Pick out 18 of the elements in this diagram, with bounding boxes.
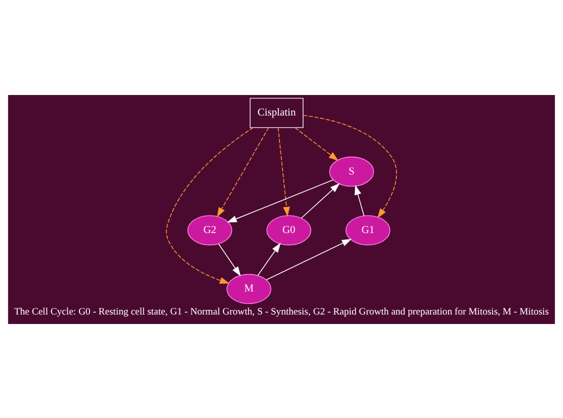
node-ellipse: M (226, 273, 272, 304)
arrow (300, 182, 340, 218)
arrow (278, 126, 290, 216)
arrow (218, 243, 241, 276)
arrow (302, 114, 397, 218)
node-ellipse: G1 (346, 214, 390, 245)
node-ellipse: S (329, 156, 374, 186)
arrow (166, 126, 254, 284)
arrow (354, 184, 364, 216)
arrow (226, 178, 334, 222)
node-box: Cisplatin (250, 97, 304, 128)
arrow (294, 126, 339, 160)
caption: The Cell Cycle: G0 - Resting cell state, G1 - Normal Growth, S - Synthesis, G2 - Rapid Growth and preparation for Mitosis, M - Mitosis (14, 306, 549, 318)
node-ellipse: G2 (187, 214, 232, 245)
arrow (216, 126, 269, 217)
arrow (257, 242, 281, 276)
node-ellipse: G0 (266, 214, 312, 245)
arrow (266, 238, 352, 280)
